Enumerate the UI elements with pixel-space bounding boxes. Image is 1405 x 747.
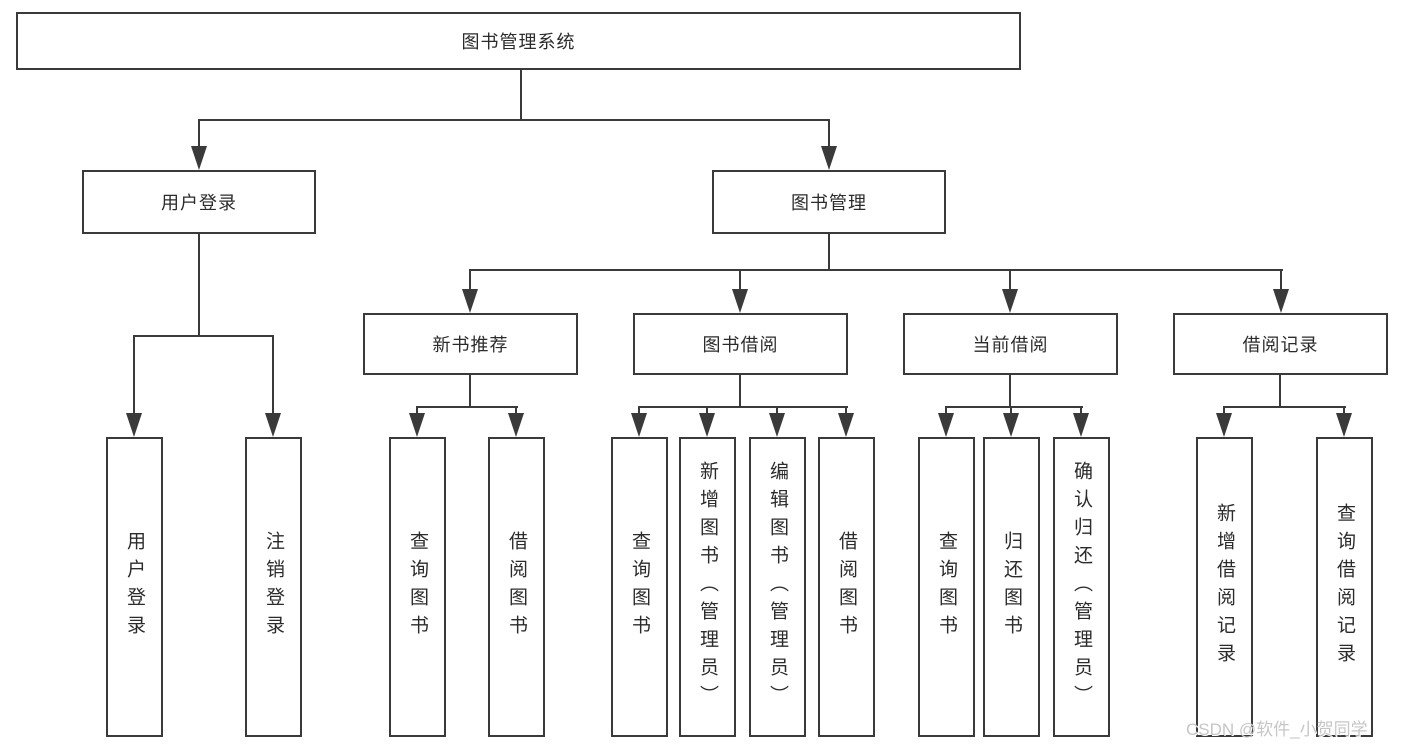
node-leaf-rec-query-books: 查询图书 xyxy=(389,437,446,737)
arrow-to-leaf-logout-icon xyxy=(265,335,281,437)
arrow-to-current-borrow-icon xyxy=(1002,269,1018,313)
arrow-to-br-add-record-icon xyxy=(1216,406,1232,437)
node-leaf-bb-add-books-label: 新增图书（管理员） xyxy=(697,461,718,713)
arrow-to-bb-add-books-icon xyxy=(699,406,715,437)
node-user-login-label: 用户登录 xyxy=(161,193,237,213)
node-leaf-bb-query-books: 查询图书 xyxy=(611,437,668,737)
node-leaf-bb-edit-books-label: 编辑图书（管理员） xyxy=(767,461,788,713)
node-leaf-user-login: 用户登录 xyxy=(106,437,163,737)
node-leaf-rec-query-books-label: 查询图书 xyxy=(407,531,428,643)
arrow-to-bb-query-books-icon xyxy=(631,406,647,437)
node-leaf-bb-borrow-books: 借阅图书 xyxy=(818,437,875,737)
connector-current-borrow-drop xyxy=(1009,375,1011,407)
node-borrow-record: 借阅记录 xyxy=(1173,313,1388,375)
arrow-to-book-borrow-icon xyxy=(732,269,748,313)
arrow-to-br-query-record-icon xyxy=(1336,406,1352,437)
node-leaf-cb-query-books: 查询图书 xyxy=(918,437,975,737)
connector-user-login-spreader xyxy=(133,335,274,337)
arrow-to-cb-confirm-return-icon xyxy=(1073,406,1089,437)
node-leaf-cb-confirm-return-label: 确认归还（管理员） xyxy=(1071,461,1092,713)
arrow-to-rec-query-books-icon xyxy=(409,406,425,437)
node-leaf-rec-borrow-books: 借阅图书 xyxy=(488,437,545,737)
arrow-to-borrow-record-icon xyxy=(1273,269,1289,313)
node-leaf-cb-return-books: 归还图书 xyxy=(983,437,1040,737)
node-leaf-logout: 注销登录 xyxy=(245,437,302,737)
node-book-borrow-label: 图书借阅 xyxy=(702,335,779,355)
node-leaf-user-login-label: 用户登录 xyxy=(124,531,145,643)
node-current-borrow: 当前借阅 xyxy=(903,313,1118,375)
node-leaf-cb-confirm-return: 确认归还（管理员） xyxy=(1053,437,1110,737)
arrow-to-cb-query-books-icon xyxy=(938,406,954,437)
connector-current-borrow-spreader xyxy=(945,406,1083,408)
node-leaf-rec-borrow-books-label: 借阅图书 xyxy=(506,531,527,643)
connector-new-book-rec-drop xyxy=(469,375,471,407)
connector-borrow-record-spreader xyxy=(1223,406,1346,408)
arrow-to-book-mgmt-icon xyxy=(821,119,837,170)
connector-book-borrow-spreader xyxy=(638,406,848,408)
node-leaf-cb-query-books-label: 查询图书 xyxy=(936,531,957,643)
node-user-login: 用户登录 xyxy=(82,170,316,234)
arrow-to-user-login-icon xyxy=(191,119,207,170)
node-book-borrow: 图书借阅 xyxy=(633,313,848,375)
connector-user-login-drop xyxy=(198,234,200,336)
node-leaf-cb-return-books-label: 归还图书 xyxy=(1001,531,1022,643)
connector-book-borrow-drop xyxy=(739,375,741,407)
arrow-to-new-book-rec-icon xyxy=(462,269,478,313)
node-leaf-bb-borrow-books-label: 借阅图书 xyxy=(836,531,857,643)
node-current-borrow-label: 当前借阅 xyxy=(972,335,1049,355)
arrow-to-bb-borrow-books-icon xyxy=(838,406,854,437)
arrow-to-leaf-user-login-icon xyxy=(126,335,142,437)
arrow-to-cb-return-books-icon xyxy=(1003,406,1019,437)
node-leaf-bb-edit-books: 编辑图书（管理员） xyxy=(749,437,806,737)
watermark-text: CSDN @软件_小贺同学 xyxy=(1186,720,1368,739)
node-leaf-bb-add-books: 新增图书（管理员） xyxy=(679,437,736,737)
node-root-label: 图书管理系统 xyxy=(461,32,576,52)
arrow-to-bb-edit-books-icon xyxy=(769,406,785,437)
arrow-to-rec-borrow-books-icon xyxy=(508,406,524,437)
node-leaf-logout-label: 注销登录 xyxy=(263,531,284,643)
connector-root-drop xyxy=(520,70,522,120)
connector-book-mgmt-drop xyxy=(828,234,830,271)
connector-new-book-rec-spreader xyxy=(416,406,518,408)
node-leaf-br-query-record-label: 查询借阅记录 xyxy=(1334,503,1355,671)
node-leaf-bb-query-books-label: 查询图书 xyxy=(629,531,650,643)
node-leaf-br-add-record: 新增借阅记录 xyxy=(1196,437,1253,737)
node-book-mgmt: 图书管理 xyxy=(712,170,946,234)
node-leaf-br-add-record-label: 新增借阅记录 xyxy=(1214,503,1235,671)
node-book-mgmt-label: 图书管理 xyxy=(791,193,867,213)
node-borrow-record-label: 借阅记录 xyxy=(1242,335,1319,355)
connector-level2-spreader xyxy=(198,119,830,121)
node-root: 图书管理系统 xyxy=(16,12,1021,70)
node-new-book-rec: 新书推荐 xyxy=(363,313,578,375)
connector-level3-spreader xyxy=(469,269,1283,271)
node-leaf-br-query-record: 查询借阅记录 xyxy=(1316,437,1373,737)
node-new-book-rec-label: 新书推荐 xyxy=(432,335,509,355)
connector-borrow-record-drop xyxy=(1279,375,1281,407)
